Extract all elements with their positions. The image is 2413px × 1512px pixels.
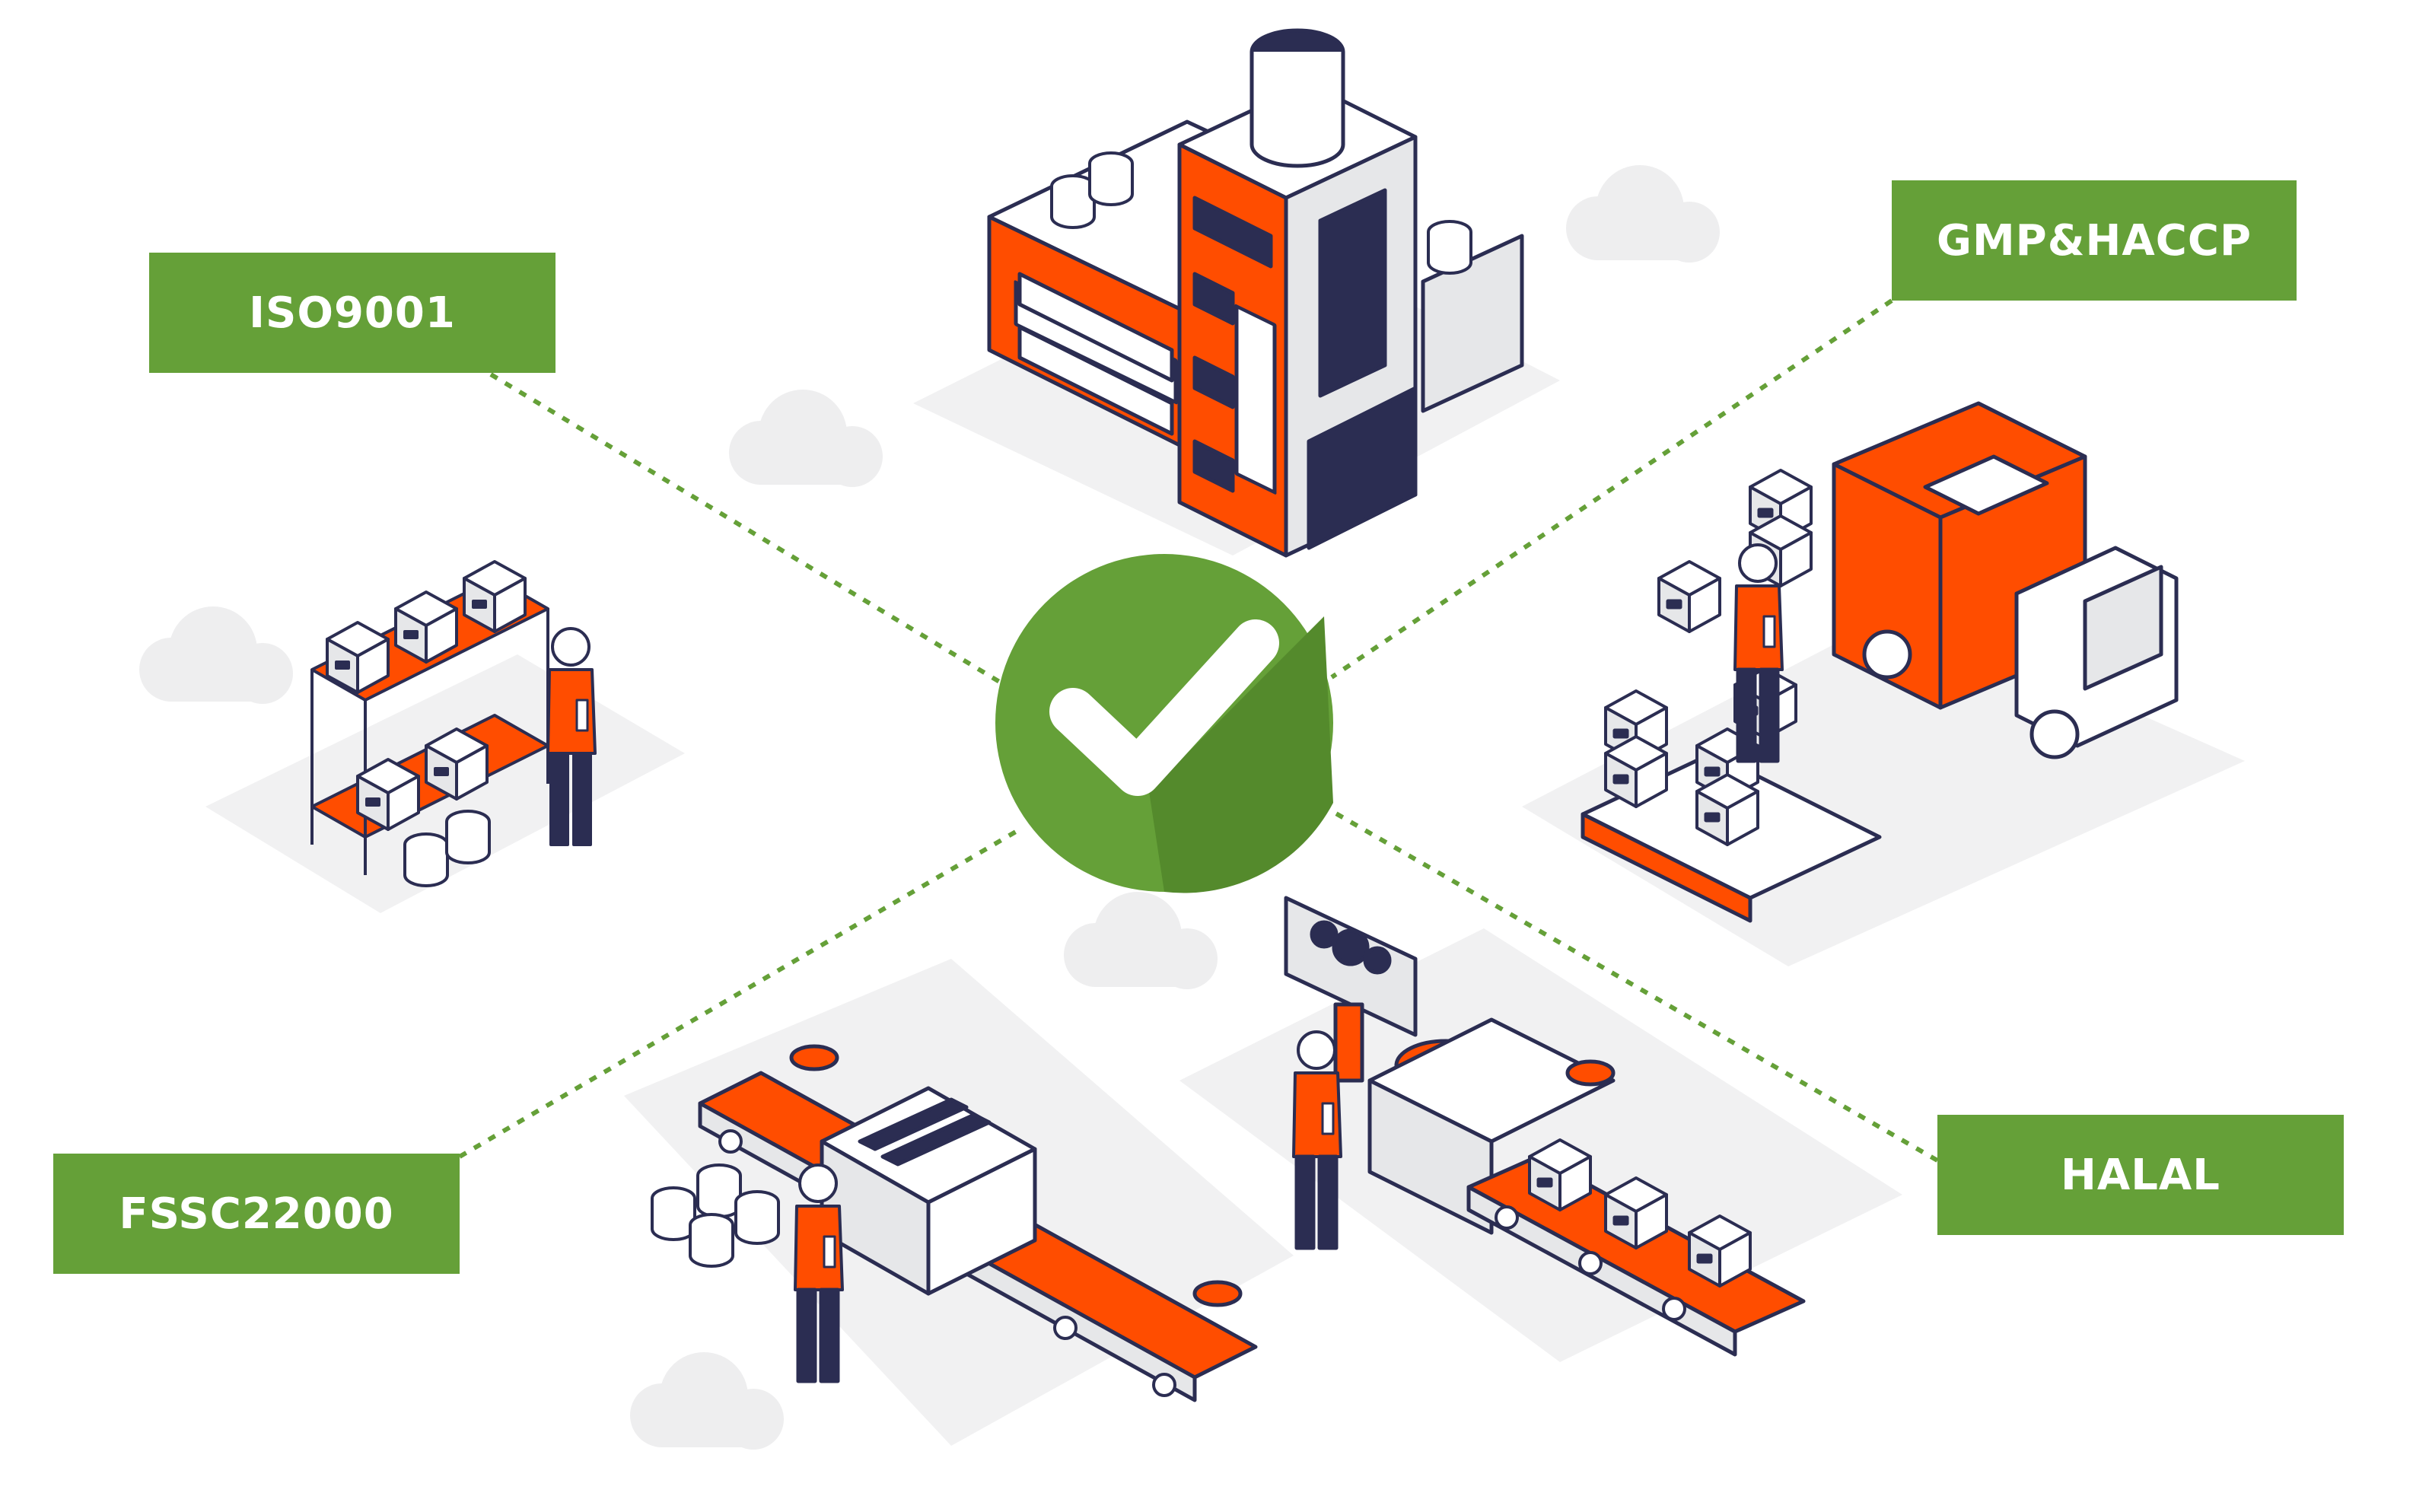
factory-building-icon (987, 28, 1524, 558)
checkmark-badge (995, 554, 1333, 893)
checkmark-icon (1049, 619, 1279, 796)
label-gmp-haccp: GMP&HACCP (1892, 180, 2297, 301)
warehouse-shelf-icon (310, 560, 597, 887)
label-halal: HALAL (1937, 1115, 2344, 1235)
label-iso9001: ISO9001 (149, 253, 555, 373)
delivery-truck-icon (1581, 401, 2179, 923)
conveyor-line-icon (652, 1044, 1258, 1402)
label-fssc22000: FSSC22000 (53, 1154, 460, 1274)
connector-lines (458, 298, 1939, 1163)
packaging-line-icon (1284, 896, 1806, 1357)
